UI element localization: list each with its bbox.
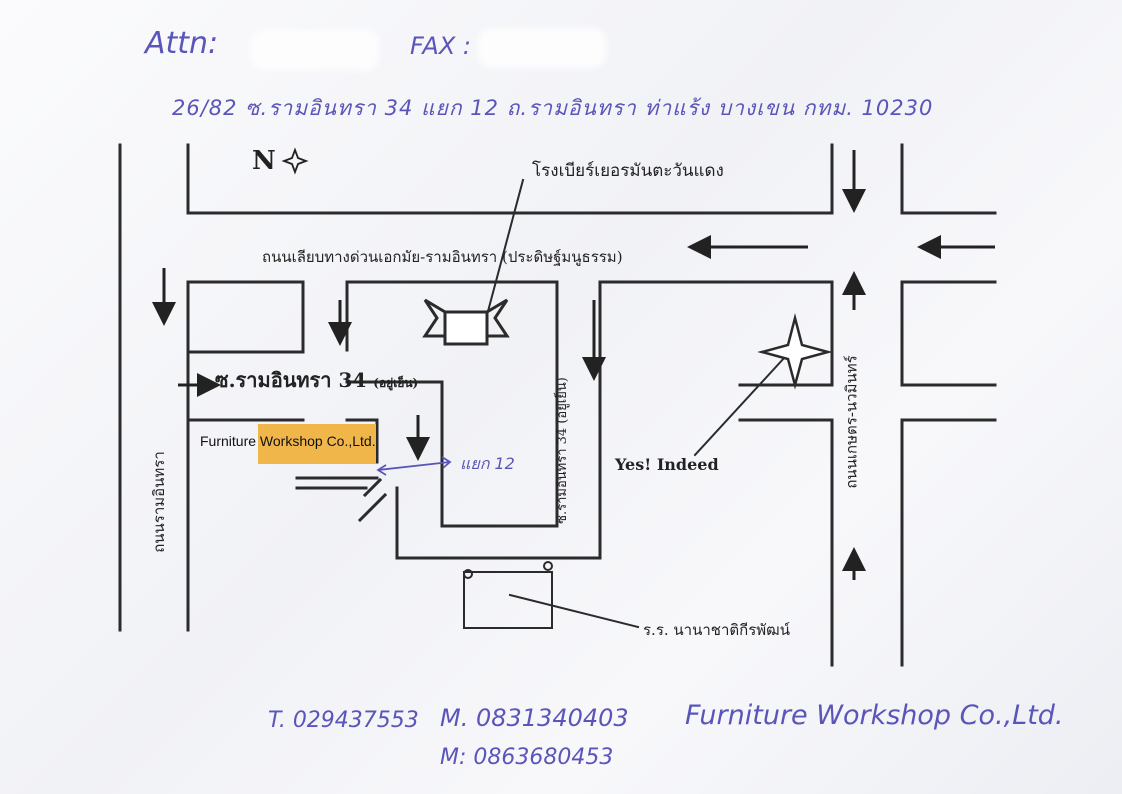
right-road-lower-left: [738, 418, 834, 667]
soi-lower-loop: [395, 348, 602, 560]
right-road-block-b: [900, 418, 997, 667]
address-line: 26/82 ซ.รามอินทรา 34 แยก 12 ถ.รามอินทรา …: [172, 96, 934, 120]
footer-mobile-2: M: 0863680453: [440, 745, 614, 770]
soi-vertical-label: ซ.รามอินทรา 34 (อยู่เย็น): [554, 377, 570, 524]
compass-icon: [281, 147, 309, 175]
hotel-leader: [485, 178, 525, 317]
redacted-fax: [482, 32, 602, 64]
compass-label: N: [252, 146, 276, 176]
company-tag: Furniture Workshop Co.,Ltd.: [200, 433, 376, 449]
hotel-flag-icon: [422, 298, 510, 346]
block-top-left: [186, 280, 305, 354]
soi-main-suffix: (อยู่เย็น): [373, 376, 419, 390]
footer-mobile-1: M. 0831340403: [440, 704, 629, 732]
yes-indeed-label: Yes! Indeed: [615, 455, 719, 474]
road-left-label: ถนนรามอินทรา: [149, 451, 168, 553]
right-road-block-a: [900, 280, 997, 387]
company-highlight: [258, 424, 376, 464]
soi-lower-mid-edge: [345, 418, 379, 464]
branch-pointer-icon: [376, 456, 452, 476]
yes-leader: [693, 355, 787, 457]
soi-main-name: ซ.รามอินทรา 34: [215, 368, 367, 392]
school-label: ร.ร. นานาชาติกีรพัฒน์: [643, 621, 790, 639]
branch-label: แยก 12: [460, 454, 515, 473]
branch-diag-b: [362, 477, 383, 498]
redacted-name: [255, 34, 375, 66]
soi-main-label: ซ.รามอินทรา 34 (อยู่เย็น): [215, 364, 418, 396]
block-upper-right: [598, 280, 834, 387]
branch-diag-a: [357, 492, 388, 523]
road-right-label: ถนนเกษตร-นวมินทร์: [842, 355, 861, 489]
yes-indeed-star-icon: [757, 313, 833, 390]
school-leader: [508, 593, 640, 629]
footer-company: Furniture Workshop Co.,Ltd.: [685, 700, 1064, 731]
attn-label: Attn:: [145, 26, 219, 61]
hotel-label: โรงเบียร์เยอรมันตะวันแดง: [532, 161, 724, 181]
school-scroll-icon: [463, 561, 553, 629]
hotel-block: [345, 280, 559, 528]
footer-phone: T. 029437553: [268, 708, 419, 733]
fax-label: FAX :: [410, 32, 471, 60]
expressway-label: ถนนเลียบทางด่วนเอกมัย-รามอินทรา (ประดิษฐ…: [262, 248, 623, 266]
